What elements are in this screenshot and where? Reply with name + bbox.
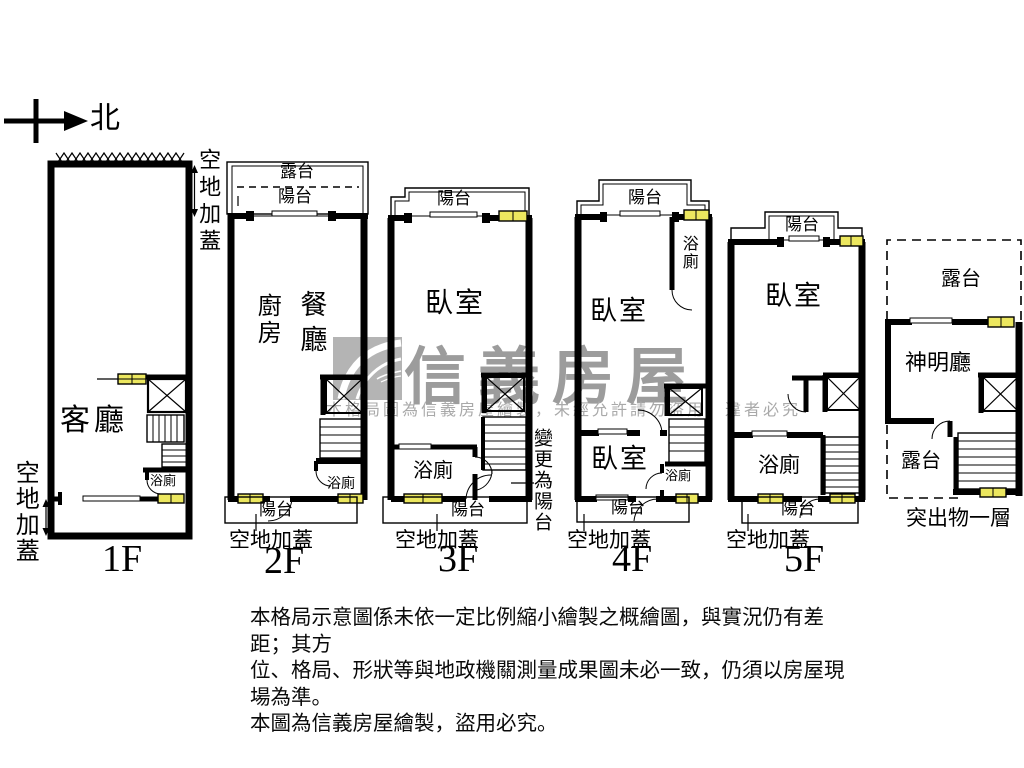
disclaimer-line-2: 位、格局、形狀等與地政機關測量成果圖未必一致，仍須以房屋現場為準。 xyxy=(250,658,845,709)
f3-bedroom-label: 臥室 xyxy=(425,286,486,319)
f3-balcony-bottom-label: 陽台 xyxy=(451,500,485,520)
f5-balcony-bottom-label: 陽台 xyxy=(781,499,815,519)
north-arrow xyxy=(4,99,88,143)
f2-balcony-bottom-label: 陽台 xyxy=(259,500,293,520)
f2-bath-label: 浴廁 xyxy=(327,476,355,492)
f2-open-note: 空地加蓋 xyxy=(229,528,313,552)
floor-4f-plan xyxy=(574,179,713,531)
f2-floor-name: 2F xyxy=(264,540,305,582)
f2-terrace-label: 露台 xyxy=(280,162,314,182)
f4-bath-bottom-label: 浴廁 xyxy=(665,469,692,484)
f5-open-note: 空地加蓋 xyxy=(726,528,810,552)
f4-floor-name: 4F xyxy=(612,538,653,580)
f1-living-room-label: 客廳 xyxy=(60,403,128,438)
f3-open-note: 空地加蓋 xyxy=(395,528,479,552)
roof-floor-name: 突出物一層 xyxy=(906,506,1011,530)
roof-terrace-top-label: 露台 xyxy=(941,266,981,290)
f4-bedroom-bottom-label: 臥室 xyxy=(591,444,649,475)
f1-open-note-right: 空地加蓋 xyxy=(195,148,221,256)
disclaimer-line-1: 本格局示意圖係未依一定比例縮小繪製之概繪圖，與實況仍有差距；其方 xyxy=(250,605,824,656)
floor-2f-plan xyxy=(224,161,369,531)
f4-balcony-top-label: 陽台 xyxy=(628,188,662,208)
north-label: 北 xyxy=(90,101,120,136)
f4-open-note: 空地加蓋 xyxy=(567,528,651,552)
floor-3f-plan xyxy=(382,187,534,531)
f1-floor-name: 1F xyxy=(102,538,143,580)
disclaimer-line-3: 本圖為信義房屋繪製，盜用必究。 xyxy=(250,711,558,735)
roof-terrace-bottom-label: 露台 xyxy=(901,448,941,472)
f4-balcony-bottom-label: 陽台 xyxy=(611,498,645,518)
f3-floor-name: 3F xyxy=(438,538,479,580)
f5-bath-label: 浴廁 xyxy=(758,453,800,477)
roof-protrusion-plan xyxy=(885,239,1023,499)
f1-open-note-left: 空地加蓋 xyxy=(11,460,40,564)
roof-hall-label: 神明廳 xyxy=(905,351,972,376)
f5-balcony-top-label: 陽台 xyxy=(785,215,819,235)
floor-1f-plan xyxy=(42,151,198,540)
f1-bath-label: 浴廁 xyxy=(150,474,177,489)
f3-bath-label: 浴廁 xyxy=(413,458,453,482)
f2-dining-label: 餐廳 xyxy=(295,290,327,360)
f4-bath-top-label: 浴廁 xyxy=(679,235,699,271)
f4-bedroom-top-label: 臥室 xyxy=(590,296,648,327)
floor-5f-plan xyxy=(727,211,866,531)
f3-change-note: 變更為陽台 xyxy=(530,428,553,533)
f2-balcony-top-label: 陽台 xyxy=(278,187,312,207)
disclaimer-text: 本格局示意圖係未依一定比例縮小繪製之概繪圖，與實況仍有差距；其方 位、格局、形狀… xyxy=(250,604,850,737)
f3-balcony-top-label: 陽台 xyxy=(437,189,471,209)
f2-kitchen-label: 廚房 xyxy=(253,293,282,347)
f5-bedroom-label: 臥室 xyxy=(765,281,823,312)
watermark-brand-text: 信義房屋 xyxy=(404,340,701,413)
f5-floor-name: 5F xyxy=(784,538,825,580)
